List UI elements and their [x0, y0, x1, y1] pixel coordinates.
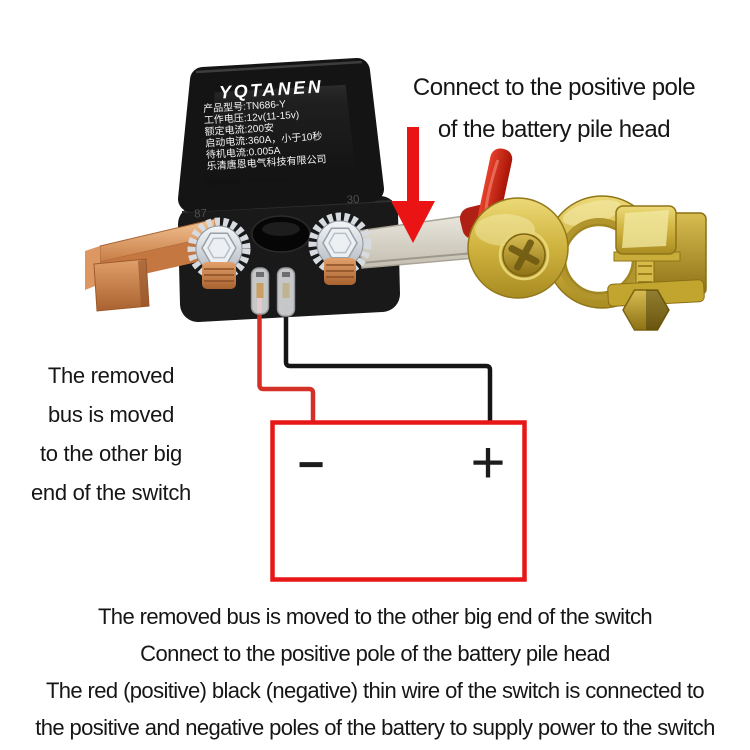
- relay-label-face: [178, 58, 384, 212]
- down-arrow-icon: [391, 127, 435, 243]
- annotation-line: Connect to the positive pole: [412, 74, 696, 101]
- battery-clamp: [459, 148, 707, 331]
- spec-line: 额定电流:200安: [204, 121, 274, 138]
- annotation-line: bus is moved: [47, 402, 174, 427]
- phillips-screw-icon: [508, 239, 540, 271]
- annotation-line: to the other big: [40, 441, 182, 466]
- relay-terminal-marks: 87 30: [194, 194, 360, 221]
- annotation-line: Connect to the positive pole of the batt…: [140, 641, 610, 666]
- annotation-top-right: Connect to the positive pole of the batt…: [398, 67, 710, 151]
- annotation-line: The removed bus is moved to the other bi…: [97, 604, 653, 629]
- battery-plus-symbol: +: [470, 428, 506, 496]
- black-wire: [283, 288, 493, 424]
- relay-center-cap-highlight: [262, 222, 300, 236]
- left-bolt-assembly: [187, 217, 251, 289]
- wires: [257, 286, 493, 424]
- battery-box: [270, 420, 527, 582]
- annotation-bottom: The removed bus is moved to the other bi…: [0, 598, 750, 746]
- terminal-mark-30: 30: [346, 194, 359, 207]
- annotation-line: the positive and negative poles of the b…: [35, 715, 715, 740]
- clamp-bolt-block: [607, 205, 707, 331]
- red-wire: [257, 286, 316, 424]
- spade-terminals: [250, 267, 296, 317]
- terminal-mark-87: 87: [194, 208, 207, 221]
- annotation-line: end of the switch: [31, 480, 191, 505]
- annotation-line: The removed: [47, 363, 175, 388]
- right-bolt-assembly: [308, 212, 372, 285]
- battery-minus-symbol: −: [297, 438, 325, 490]
- annotation-line: The red (positive) black (negative) thin…: [45, 678, 705, 703]
- annotation-left: The removed bus is moved to the other bi…: [8, 356, 214, 512]
- annotation-line: of the battery pile head: [437, 116, 671, 143]
- clamp-disc: [467, 197, 569, 299]
